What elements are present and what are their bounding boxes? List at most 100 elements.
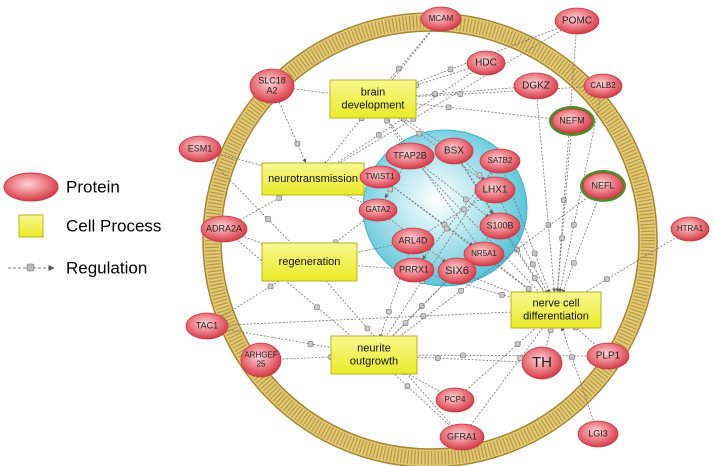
cell-process-label: regeneration — [279, 256, 341, 268]
regulation-edge — [499, 225, 547, 296]
protein-tfap2b: TFAP2B — [385, 142, 435, 170]
regulation-edge — [223, 228, 361, 344]
protein-label: SLC18 — [258, 75, 286, 85]
protein-calb2: CALB2 — [583, 73, 623, 99]
protein-nefm: NEFM — [549, 106, 595, 136]
protein-label: CALB2 — [590, 81, 616, 90]
protein-s100b: S100B — [479, 212, 521, 240]
protein-label: S100B — [486, 220, 513, 230]
protein-label: TH — [532, 354, 552, 371]
protein-hdc: HDC — [466, 50, 506, 76]
regulation-edge — [571, 228, 691, 302]
cell-process-label: development — [342, 99, 405, 111]
protein-prrx1: PRRX1 — [393, 257, 435, 283]
protein-pcp4: PCP4 — [435, 387, 475, 413]
regulation-edge — [454, 321, 543, 401]
protein-esm1: ESM1 — [178, 135, 222, 163]
regulation-edge — [379, 240, 414, 339]
regulation-edge — [388, 185, 604, 345]
protein-tac1: TAC1 — [185, 312, 229, 340]
protein-lgi3: LGI3 — [577, 420, 619, 448]
cell-process-label: nerve cell — [532, 297, 579, 309]
protein-label: PCP4 — [445, 395, 466, 404]
protein-gfra1: GFRA1 — [439, 423, 485, 451]
legend-cell-process-label: Cell Process — [66, 216, 161, 235]
protein-dgkz: DGKZ — [513, 72, 559, 100]
regulation-edge — [391, 352, 609, 359]
cell-process-label: outgrowth — [350, 355, 398, 367]
protein-label: ESM1 — [188, 143, 213, 153]
protein-label: TAC1 — [196, 320, 218, 330]
protein-label: NR5A1 — [471, 249, 497, 258]
protein-twist1: TWIST1 — [359, 165, 401, 189]
protein-label: SIX6 — [445, 265, 469, 277]
legend-regulation-label: Regulation — [66, 258, 147, 277]
regulation-edge — [409, 155, 490, 218]
cell-process-label: neurite — [357, 342, 391, 354]
protein-label: GATA2 — [365, 205, 391, 214]
regulation-edge — [561, 185, 604, 294]
protein-label: DGKZ — [522, 81, 550, 92]
regulation-edge — [413, 269, 540, 307]
protein-adra2a: ADRA2A — [200, 215, 248, 243]
regulation-edge — [561, 326, 599, 435]
protein-plp1: PLP1 — [586, 342, 630, 370]
protein-label: GFRA1 — [447, 431, 477, 441]
protein-label: LHX1 — [482, 185, 507, 196]
protein-label: HTRA1 — [677, 224, 704, 233]
regulation-edge — [389, 20, 578, 94]
protein-label: TWIST1 — [365, 172, 395, 181]
regulation-edge — [390, 85, 604, 100]
protein-label: PLP1 — [596, 351, 621, 362]
protein-label: NEFM — [559, 115, 585, 125]
protein-lhx1: LHX1 — [474, 176, 516, 204]
protein-satb2: SATB2 — [479, 148, 521, 174]
regulation-edge — [206, 308, 539, 327]
protein-arl4d: ARL4D — [391, 227, 435, 255]
cell-process-regen: regeneration — [261, 242, 358, 282]
regulation-edge — [461, 324, 546, 438]
protein-bsx: BSX — [434, 137, 474, 165]
legend-protein-icon — [3, 172, 59, 202]
regulation-edge — [386, 270, 458, 343]
regulation-edge — [390, 99, 573, 122]
protein-nr5a1: NR5A1 — [463, 241, 505, 267]
regulation-edge — [412, 197, 484, 242]
cell-process-label: differentiation — [523, 310, 589, 322]
protein-th: TH — [521, 346, 563, 380]
protein-label: SATB2 — [488, 156, 513, 165]
regulation-edge — [206, 271, 295, 327]
regulation-edge — [494, 189, 549, 295]
protein-label: A2 — [266, 85, 277, 95]
cell-process-label: brain — [361, 86, 385, 98]
cell-process-neuro: neurotransmission — [261, 162, 365, 196]
protein-htra1: HTRA1 — [670, 216, 710, 242]
regulation-edge — [386, 366, 463, 438]
protein-gata2: GATA2 — [358, 198, 398, 222]
protein-nefl: NEFL — [580, 170, 626, 202]
cell-process-label: neurotransmission — [268, 173, 358, 185]
regulation-edge — [555, 120, 573, 293]
protein-pomc: POMC — [554, 7, 600, 35]
protein-label: PRRX1 — [399, 264, 429, 274]
legend-regulation-icon — [8, 263, 55, 272]
protein-label: MCAM — [429, 14, 454, 23]
protein-label: NEFL — [591, 180, 614, 190]
protein-label: ARHGEF — [244, 351, 277, 360]
regulation-edge — [271, 85, 307, 163]
protein-label: TFAP2B — [393, 150, 427, 160]
legend-protein-label: Protein — [66, 177, 120, 196]
protein-label: HDC — [475, 58, 497, 69]
protein-mcam: MCAM — [420, 6, 462, 32]
regulation-edge — [199, 148, 298, 250]
protein-label: ARL4D — [398, 235, 428, 245]
protein-label: 25 — [257, 360, 266, 369]
